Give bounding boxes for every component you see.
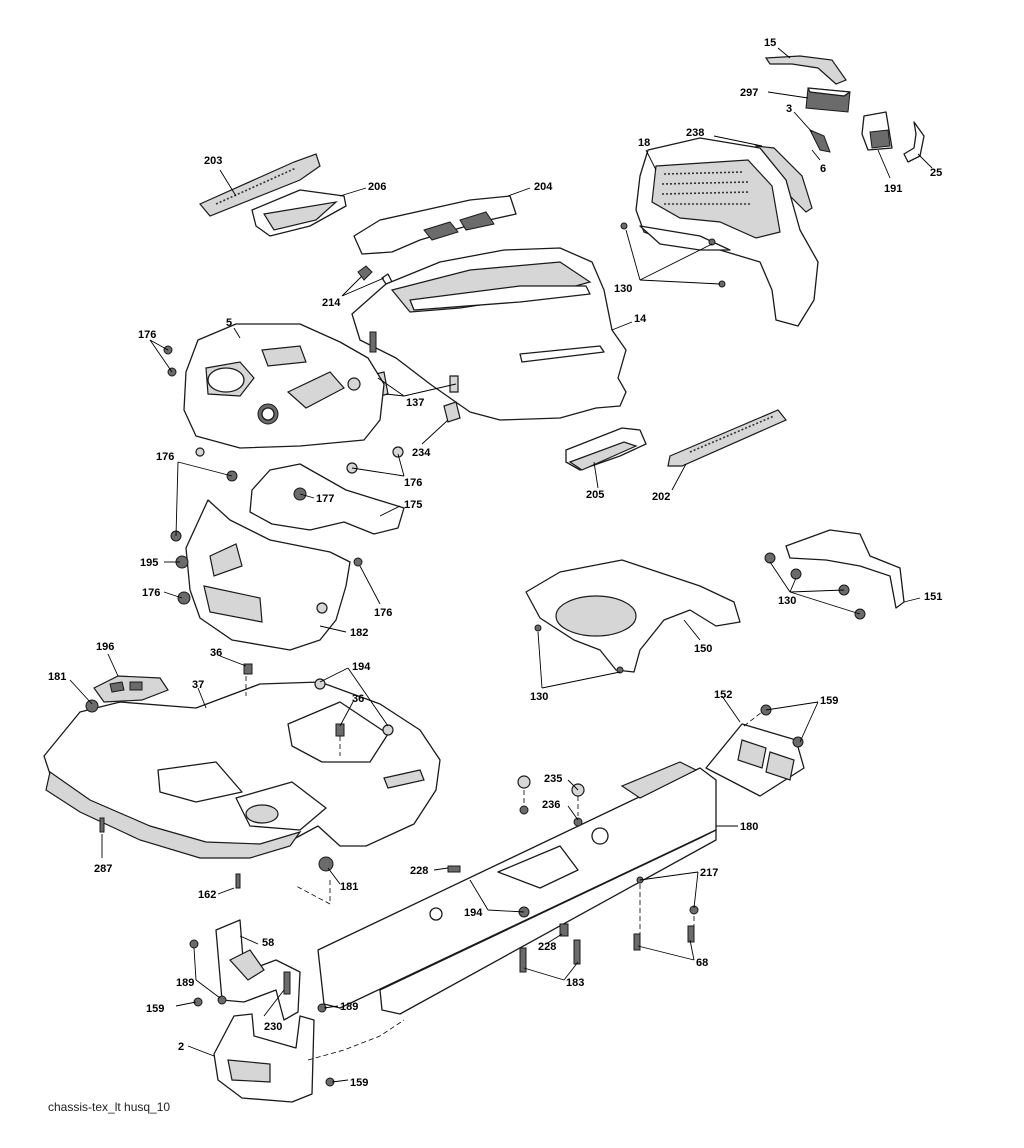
part-152-bracket xyxy=(705,723,805,797)
callout-191: 191 xyxy=(884,183,902,195)
callout-130-mid: 130 xyxy=(530,691,548,703)
callout-68: 68 xyxy=(696,957,708,969)
callout-175: 175 xyxy=(404,499,422,511)
part-204-hood-insert xyxy=(353,195,517,255)
part-68-bolts xyxy=(633,925,695,951)
callout-3: 3 xyxy=(786,103,792,115)
callout-176-d: 176 xyxy=(142,587,160,599)
callout-194-a: 194 xyxy=(352,661,371,673)
part-205-step xyxy=(565,427,647,471)
callout-236: 236 xyxy=(542,799,560,811)
callout-150: 150 xyxy=(694,643,712,655)
callout-204: 204 xyxy=(534,181,553,193)
callout-196: 196 xyxy=(96,641,114,653)
callout-181-b: 181 xyxy=(340,881,358,893)
part-202-side-vent xyxy=(667,409,787,467)
callout-25: 25 xyxy=(930,167,942,179)
callout-181-a: 181 xyxy=(48,671,66,683)
callout-36-a: 36 xyxy=(210,647,222,659)
callout-15: 15 xyxy=(764,37,776,49)
part-182-console xyxy=(185,499,351,651)
callout-189-a: 189 xyxy=(176,977,194,989)
callout-195: 195 xyxy=(140,557,158,569)
part-36-clips xyxy=(243,663,345,737)
part-15-strip xyxy=(764,55,847,85)
part-176-bolts-mid xyxy=(170,470,363,605)
callout-287: 287 xyxy=(94,863,112,875)
callout-labels: 15 297 3 6 191 25 238 18 130 203 206 204… xyxy=(48,37,942,1089)
callout-159-c: 159 xyxy=(350,1077,368,1089)
part-3-emblem xyxy=(808,129,831,153)
callout-214: 214 xyxy=(322,297,341,309)
callout-189-b: 189 xyxy=(340,1001,358,1013)
callout-130-top: 130 xyxy=(614,283,632,295)
part-2-bracket xyxy=(213,1013,315,1103)
callout-180: 180 xyxy=(740,821,758,833)
part-151-bracket xyxy=(785,529,905,609)
part-191-block xyxy=(861,111,893,151)
part-180-frame xyxy=(317,761,717,1015)
callout-152: 152 xyxy=(714,689,732,701)
callout-36-b: 36 xyxy=(352,693,364,705)
callout-176-c: 176 xyxy=(156,451,174,463)
part-196-pedal-cover xyxy=(93,675,169,703)
part-194-nuts-top xyxy=(314,678,394,736)
part-287-screw xyxy=(99,817,105,833)
part-203-vent xyxy=(199,153,321,217)
callout-159-a: 159 xyxy=(820,695,838,707)
callout-176-b: 176 xyxy=(404,477,422,489)
callout-177: 177 xyxy=(316,493,334,505)
part-228-bolts xyxy=(447,865,569,937)
callout-6: 6 xyxy=(820,163,826,175)
part-25-clip xyxy=(903,121,925,163)
part-297-pad xyxy=(805,87,851,113)
callout-203: 203 xyxy=(204,155,222,167)
part-230-bolt xyxy=(283,971,291,995)
callout-238: 238 xyxy=(686,127,704,139)
part-14-hood xyxy=(351,247,627,421)
callout-230: 230 xyxy=(264,1021,282,1033)
part-234-pad xyxy=(443,401,461,423)
callout-194-b: 194 xyxy=(464,907,483,919)
callout-182: 182 xyxy=(350,627,368,639)
part-18-bumper xyxy=(635,137,819,327)
callout-162: 162 xyxy=(198,889,216,901)
callout-183: 183 xyxy=(566,977,584,989)
callout-176-a: 176 xyxy=(138,329,156,341)
callout-228-b: 228 xyxy=(538,941,556,953)
callout-297: 297 xyxy=(740,87,758,99)
callout-37: 37 xyxy=(192,679,204,691)
callout-5: 5 xyxy=(226,317,232,329)
callout-205: 205 xyxy=(586,489,604,501)
leader-lines xyxy=(69,47,933,1083)
part-206-vent-bracket xyxy=(251,189,347,237)
part-58-bracket xyxy=(215,919,301,1021)
callout-176-e: 176 xyxy=(374,607,392,619)
diagram-caption: chassis-tex_lt husq_10 xyxy=(48,1100,171,1114)
part-5-dashboard xyxy=(183,323,385,449)
callout-159-b: 159 xyxy=(146,1003,164,1015)
part-150-seat-pan xyxy=(525,559,741,673)
callout-58: 58 xyxy=(262,937,274,949)
part-181-grommets xyxy=(85,699,334,872)
part-183-pins xyxy=(519,939,581,973)
callout-137: 137 xyxy=(406,397,424,409)
callout-151: 151 xyxy=(924,591,942,603)
callout-2: 2 xyxy=(178,1041,184,1053)
callout-217: 217 xyxy=(700,867,718,879)
callout-130-right: 130 xyxy=(778,595,796,607)
part-217-axle-parts xyxy=(636,876,699,915)
part-162-screw xyxy=(235,873,241,889)
callout-206: 206 xyxy=(368,181,386,193)
callout-235: 235 xyxy=(544,773,562,785)
callout-202: 202 xyxy=(652,491,670,503)
callout-14: 14 xyxy=(634,313,647,325)
callout-18: 18 xyxy=(638,137,650,149)
part-214-clip xyxy=(357,265,393,285)
callout-234: 234 xyxy=(412,447,431,459)
callout-228-a: 228 xyxy=(410,865,428,877)
assembly-lines xyxy=(245,676,763,1061)
